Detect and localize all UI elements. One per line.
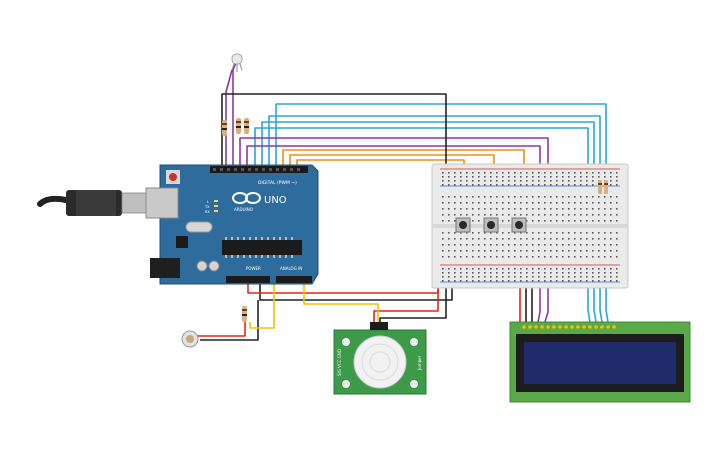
wire-yellow-pir[interactable] [303, 278, 379, 328]
wire-blue-3[interactable] [268, 115, 603, 323]
wire-purple-4[interactable] [225, 69, 233, 165]
usb-cable [37, 190, 149, 216]
arduino-uno-board[interactable]: DIGITAL (PWM ~) UNO ARDUINO L TX RX [145, 164, 319, 285]
wire-blue-2[interactable] [261, 121, 597, 323]
usb-port [145, 187, 179, 219]
pushbutton-2[interactable] [483, 217, 499, 233]
wire-blue-4[interactable] [275, 103, 609, 323]
pushbutton-1[interactable] [455, 217, 471, 233]
resistors-top [222, 118, 249, 136]
resistor-1[interactable] [222, 120, 227, 136]
power-jack [150, 258, 180, 278]
photoresistor[interactable] [181, 330, 199, 348]
pir-label-left: SIG VCC GND [337, 349, 342, 376]
resistor-ldr[interactable] [242, 306, 247, 322]
power-header [226, 276, 270, 283]
wire-black-gnd[interactable] [259, 278, 453, 301]
breadboard-resistors [598, 180, 608, 194]
rgb-led[interactable] [231, 53, 243, 72]
wire-red-ldr[interactable] [196, 322, 246, 337]
led-label-tx: TX [204, 205, 210, 209]
wire-black-ldr[interactable] [200, 300, 259, 341]
breadboard-holes [442, 172, 618, 282]
resistor-2[interactable] [236, 118, 241, 134]
analog-header [276, 276, 312, 283]
resistor-3[interactable] [244, 118, 249, 134]
wire-purple-1[interactable] [239, 137, 549, 323]
lcd-display[interactable] [509, 321, 691, 403]
pir-sensor[interactable]: SIG VCC GND Jumper [333, 322, 427, 395]
wire-blue-1[interactable] [254, 127, 591, 323]
power-header-label: POWER [246, 266, 261, 271]
crystal [185, 221, 213, 233]
wire-black-pir[interactable] [379, 284, 447, 328]
arduino-logo [232, 192, 261, 204]
led-label-l: L [207, 200, 209, 204]
lcd-screen [524, 342, 676, 384]
led-label-rx: RX [205, 210, 210, 214]
board-model: UNO [264, 195, 287, 206]
digital-header [210, 166, 308, 173]
wire-yellow-a0[interactable] [249, 278, 275, 329]
pushbutton-3[interactable] [511, 217, 527, 233]
board-brand: ARDUINO [234, 207, 253, 212]
wire-purple-3[interactable] [232, 59, 238, 165]
digital-header-label: DIGITAL (PWM ~) [258, 180, 297, 186]
breadboard[interactable] [431, 163, 629, 289]
wire-red-pir[interactable] [373, 284, 439, 328]
wire-purple-2[interactable] [246, 145, 541, 323]
atmega-chip [222, 240, 302, 255]
pir-label-right: Jumper [417, 355, 422, 371]
analog-header-label: ANALOG IN [280, 266, 302, 271]
lcd-pins [522, 325, 616, 329]
